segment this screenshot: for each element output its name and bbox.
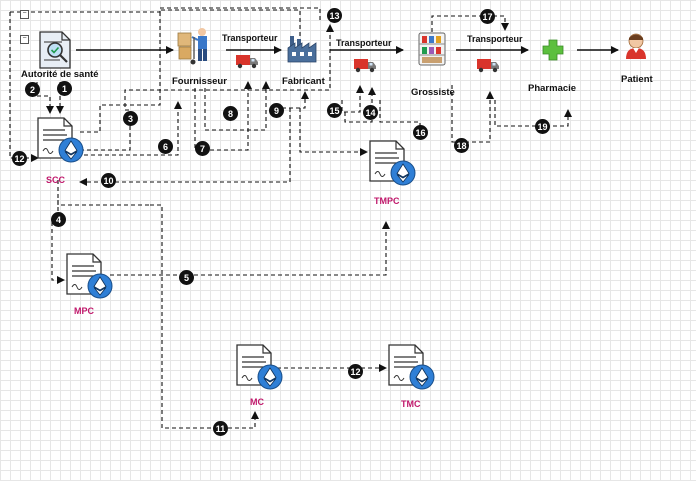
authority-label: Autorité de santé [21, 69, 99, 80]
step-badge: 12 [12, 151, 27, 166]
step-badge: 15 [327, 103, 342, 118]
wholesaler-icon [418, 32, 446, 66]
step-badge: 10 [101, 173, 116, 188]
step-badge: 8 [223, 106, 238, 121]
step-badge: 3 [123, 111, 138, 126]
tmc-contract-icon [388, 344, 435, 390]
mpc-label: MPC [74, 306, 94, 316]
step-badge: 14 [363, 105, 378, 120]
step-badge: 13 [327, 8, 342, 23]
pharmacy-label: Pharmacie [528, 83, 577, 94]
tmpc-label: TMPC [374, 196, 400, 206]
step-badge: 5 [179, 270, 194, 285]
wholesaler-label: Grossiste [411, 87, 455, 98]
step-badge: 9 [269, 103, 284, 118]
mc-contract-icon [236, 344, 283, 390]
patient-icon [626, 33, 646, 59]
step-badge: 4 [51, 212, 66, 227]
transporter-label: Transporteur [222, 33, 278, 43]
step-badge: 2 [25, 82, 40, 97]
supplier-icon [177, 28, 207, 65]
step-badge: 16 [413, 125, 428, 140]
scc-contract-icon [37, 117, 84, 163]
truck-icon [236, 55, 258, 69]
mpc-contract-icon [66, 253, 113, 299]
mc-label: MC [250, 397, 264, 407]
step-badge: 11 [213, 421, 228, 436]
step-badge: 17 [480, 9, 495, 24]
tmpc-contract-icon [369, 140, 416, 186]
step-badge: 7 [195, 141, 210, 156]
transporter-label: Transporteur [336, 38, 392, 48]
step-badge: 19 [535, 119, 550, 134]
truck-icon [354, 59, 376, 73]
step-badge: 12 [348, 364, 363, 379]
transporter-label: Transporteur [467, 34, 523, 44]
manufacturer-icon [287, 36, 317, 63]
tmc-label: TMC [401, 399, 421, 409]
supplier-label: Fournisseur [172, 76, 227, 87]
scc-label: SCC [46, 175, 66, 185]
manufacturer-label: Fabricant [282, 76, 325, 87]
step-badge: 6 [158, 139, 173, 154]
collapse-toggle[interactable]: − [20, 35, 29, 44]
truck-icon [477, 59, 499, 73]
patient-label: Patient [621, 74, 653, 85]
step-badge: 1 [57, 81, 72, 96]
step-badge: 18 [454, 138, 469, 153]
collapse-toggle[interactable]: − [20, 10, 29, 19]
authority-icon [39, 31, 71, 69]
pharmacy-icon [542, 39, 564, 61]
